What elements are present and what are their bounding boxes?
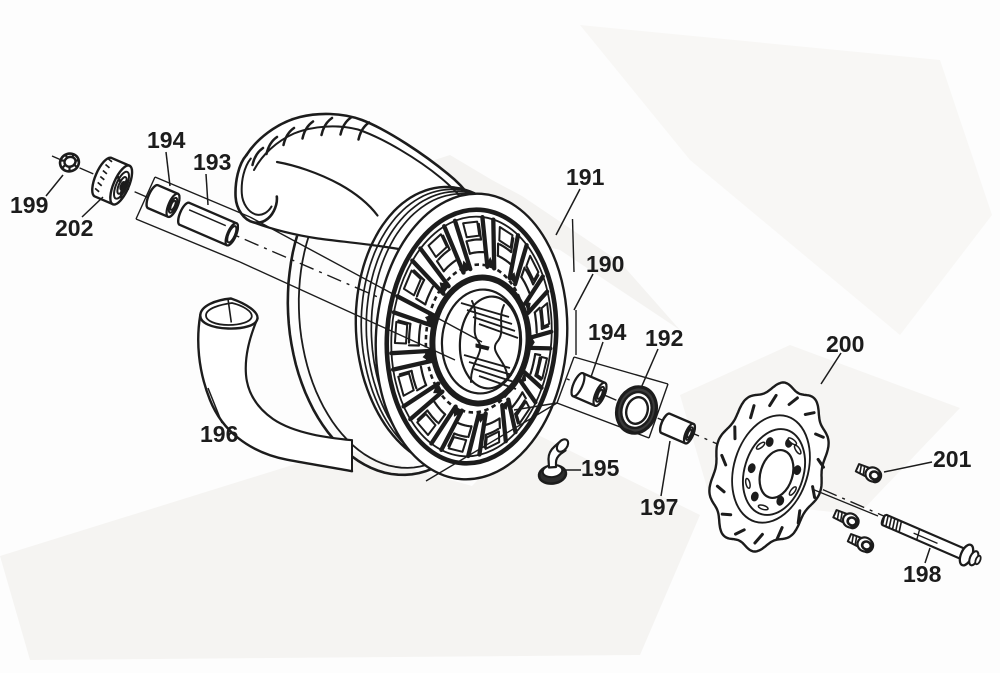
svg-text:194: 194	[147, 127, 186, 153]
svg-text:192: 192	[645, 325, 683, 351]
svg-text:196: 196	[200, 421, 238, 447]
svg-text:202: 202	[55, 215, 93, 241]
svg-text:200: 200	[826, 331, 864, 357]
svg-text:193: 193	[193, 149, 231, 175]
svg-text:201: 201	[933, 446, 972, 472]
svg-text:191: 191	[566, 164, 605, 190]
svg-text:190: 190	[586, 251, 624, 277]
svg-text:199: 199	[10, 192, 48, 218]
svg-text:194: 194	[588, 319, 627, 345]
svg-text:195: 195	[581, 455, 620, 481]
svg-text:197: 197	[640, 494, 678, 520]
svg-text:198: 198	[903, 561, 942, 587]
